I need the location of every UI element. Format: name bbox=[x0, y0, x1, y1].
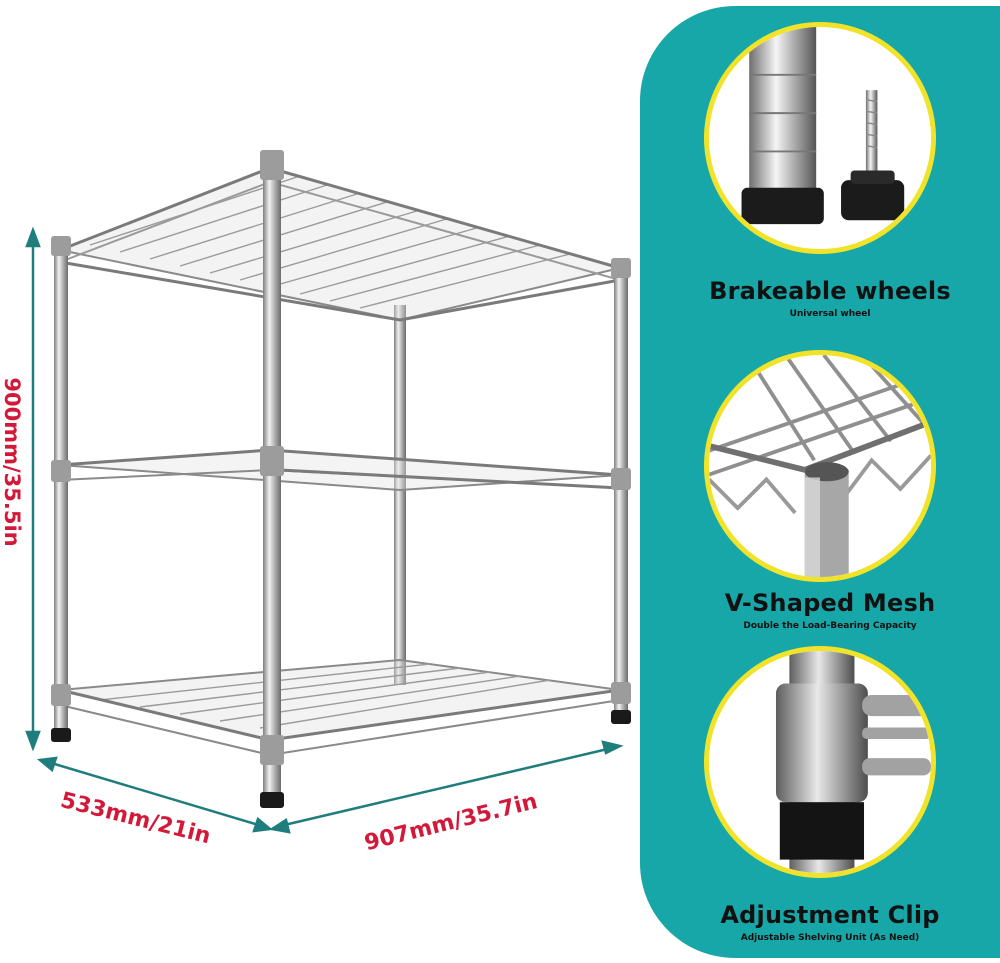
feature-subtitle-mesh: Double the Load-Bearing Capacity bbox=[743, 621, 917, 631]
feature-title-wheels: Brakeable wheels bbox=[709, 277, 951, 305]
feature-subtitle-clip: Adjustable Shelving Unit (As Need) bbox=[740, 933, 920, 943]
wire-shelf-illustration bbox=[25, 150, 631, 834]
feature-subtitle-wheels: Universal wheel bbox=[789, 309, 871, 319]
leg-foot-detail-icon bbox=[704, 22, 936, 254]
mesh-corner-detail-icon bbox=[704, 350, 936, 582]
dimension-arrows bbox=[25, 226, 624, 834]
feature-title-clip: Adjustment Clip bbox=[720, 901, 940, 929]
clip-detail-icon bbox=[704, 646, 936, 878]
height-dimension-label: 900mm/35.5in bbox=[0, 377, 24, 547]
feature-title-mesh: V-Shaped Mesh bbox=[724, 589, 936, 617]
